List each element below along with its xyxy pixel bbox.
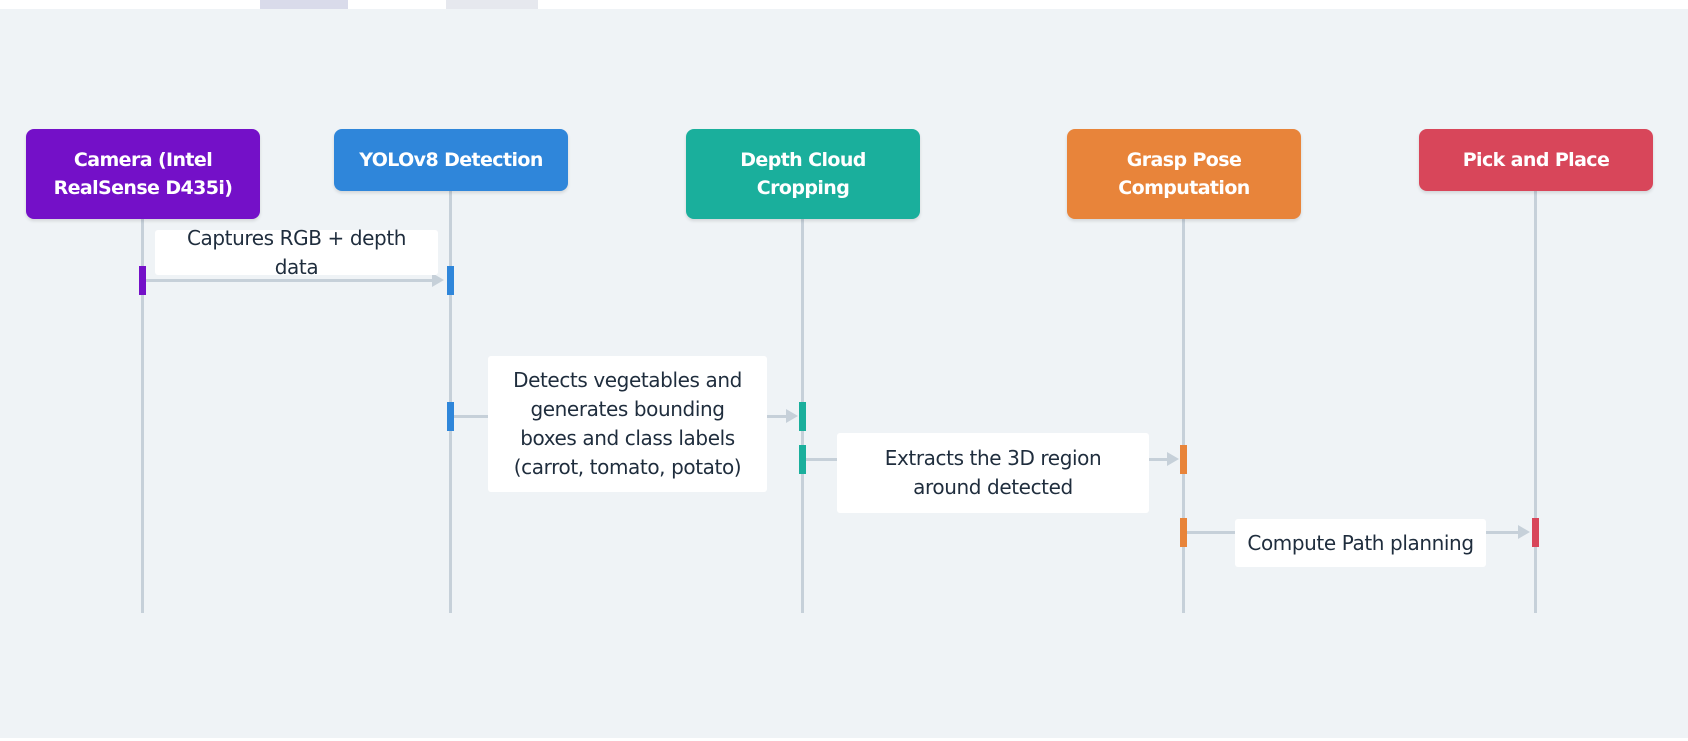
message-3-label: Extracts the 3D region around detected [837, 433, 1149, 513]
lifeline-pick [1534, 189, 1537, 613]
message-4-text: Compute Path planning [1247, 530, 1474, 555]
message-2-label: Detects vegetables and generates boundin… [488, 356, 767, 492]
message-1-text: Captures RGB + depth data [186, 225, 407, 279]
actor-camera-label: Camera (Intel RealSense D435i) [53, 149, 233, 199]
actor-grasp: Grasp Pose Computation [1067, 129, 1301, 219]
activation-pick-1 [1532, 518, 1539, 547]
top-decoration-1 [260, 0, 348, 9]
activation-camera-1 [139, 266, 146, 295]
activation-grasp-1 [1180, 445, 1187, 474]
lifeline-yolo [449, 189, 452, 613]
actor-pick: Pick and Place [1419, 129, 1653, 191]
activation-yolo-1 [447, 266, 454, 295]
actor-depth-label: Depth Cloud Cropping [740, 149, 866, 199]
message-1-arrow [146, 279, 437, 282]
message-1-arrowhead [432, 273, 444, 287]
lifeline-depth [801, 189, 804, 613]
activation-grasp-2 [1180, 518, 1187, 547]
top-decoration-2 [446, 0, 538, 9]
message-3-arrowhead [1167, 452, 1179, 466]
activation-yolo-2 [447, 402, 454, 431]
actor-grasp-label: Grasp Pose Computation [1118, 149, 1250, 199]
activation-depth-1 [799, 402, 806, 431]
actor-depth: Depth Cloud Cropping [686, 129, 920, 219]
actor-pick-label: Pick and Place [1462, 149, 1610, 171]
message-2-text: Detects vegetables and generates boundin… [513, 368, 742, 479]
actor-yolo-label: YOLOv8 Detection [359, 149, 543, 171]
message-4-label: Compute Path planning [1235, 519, 1486, 567]
lifeline-grasp [1182, 189, 1185, 613]
activation-depth-2 [799, 445, 806, 474]
message-4-arrowhead [1518, 525, 1530, 539]
diagram-canvas: Camera (Intel RealSense D435i) YOLOv8 De… [0, 9, 1688, 738]
lifeline-camera [141, 189, 144, 613]
message-1-label: Captures RGB + depth data [155, 226, 438, 279]
actor-camera: Camera (Intel RealSense D435i) [26, 129, 260, 219]
message-3-text: Extracts the 3D region around detected [884, 446, 1102, 499]
actor-yolo: YOLOv8 Detection [334, 129, 568, 191]
message-2-arrowhead [786, 409, 798, 423]
